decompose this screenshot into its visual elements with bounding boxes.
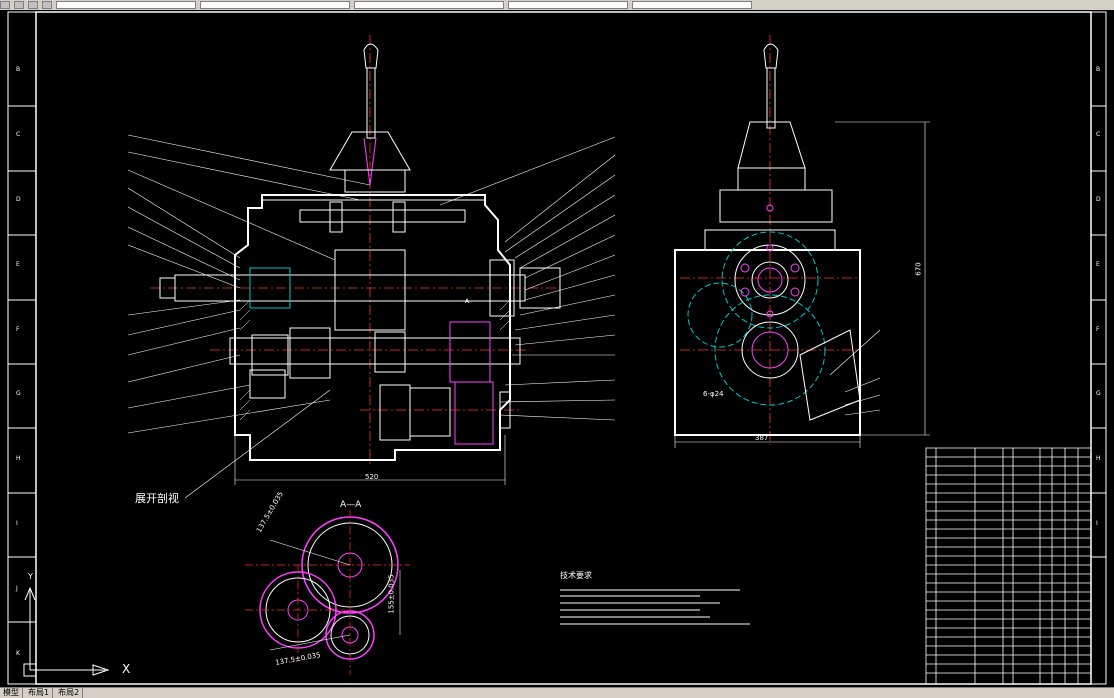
tab-model[interactable]: 模型: [0, 688, 23, 698]
inner-frame: [35, 11, 1092, 685]
lightbulb-icon[interactable]: [28, 1, 38, 9]
grid-row-k: K: [16, 650, 20, 657]
grid-row-f: F: [16, 326, 20, 333]
plotstyle-dropdown[interactable]: [632, 1, 752, 9]
ucs-x-label: X: [122, 662, 131, 676]
dim-width-side: 387: [755, 434, 769, 442]
grid-row-f-right: F: [1096, 326, 1100, 333]
right-grid-ticks: [1091, 105, 1106, 558]
dim-height-side: 670: [914, 262, 923, 276]
grid-row-c-right: C: [1096, 131, 1101, 138]
grid-row-c: C: [16, 131, 21, 138]
main-section-view[interactable]: [127, 35, 616, 499]
grid-row-i-right: I: [1096, 520, 1098, 527]
section-title: 展开剖视: [135, 492, 179, 505]
dim-center-2: 155±0.035: [387, 574, 396, 614]
grid-row-d: D: [16, 196, 21, 203]
grid-row-i: I: [16, 520, 18, 527]
section-aa-label: A—A: [340, 500, 362, 510]
dim-width-main: 520: [365, 473, 379, 481]
mark-a: A: [465, 298, 470, 305]
linetype-dropdown[interactable]: [354, 1, 504, 9]
pan-icon[interactable]: [14, 1, 24, 9]
tab-layout1[interactable]: 布局1: [25, 688, 54, 698]
grid-row-g-right: G: [1096, 390, 1101, 397]
ucs-icon: [23, 586, 110, 677]
grid-row-j: J: [16, 585, 18, 592]
drawing-canvas[interactable]: B C D E F G H I J K B C D E F G H I 展开剖视…: [0, 10, 1114, 688]
left-grid-ticks: [8, 105, 36, 623]
color-dropdown[interactable]: [200, 1, 350, 9]
grid-row-d-right: D: [1096, 196, 1101, 203]
ucs-y-label: Y: [28, 572, 33, 581]
dim-bolt: 6-φ24: [703, 390, 724, 398]
zoom-icon[interactable]: [0, 1, 10, 9]
layer-icon[interactable]: [42, 1, 52, 9]
grid-row-b-right: B: [1096, 66, 1101, 73]
grid-row-e-right: E: [1096, 261, 1100, 268]
grid-row-h: H: [16, 455, 21, 462]
parts-list-table[interactable]: [925, 447, 1092, 685]
technical-notes[interactable]: [560, 589, 750, 625]
grid-row-g: G: [16, 390, 21, 397]
lineweight-dropdown[interactable]: [508, 1, 628, 9]
tech-req-title: 技术要求: [560, 571, 592, 580]
layer-dropdown[interactable]: [56, 1, 196, 9]
grid-row-e: E: [16, 261, 20, 268]
tab-layout2[interactable]: 布局2: [55, 688, 84, 698]
layout-tabs: 模型 布局1 布局2: [0, 687, 1114, 698]
drawing-svg: [7, 11, 1107, 685]
grid-row-b: B: [16, 66, 21, 73]
side-view[interactable]: [674, 35, 930, 448]
grid-row-h-right: H: [1096, 455, 1101, 462]
section-aa-view[interactable]: [245, 510, 410, 675]
